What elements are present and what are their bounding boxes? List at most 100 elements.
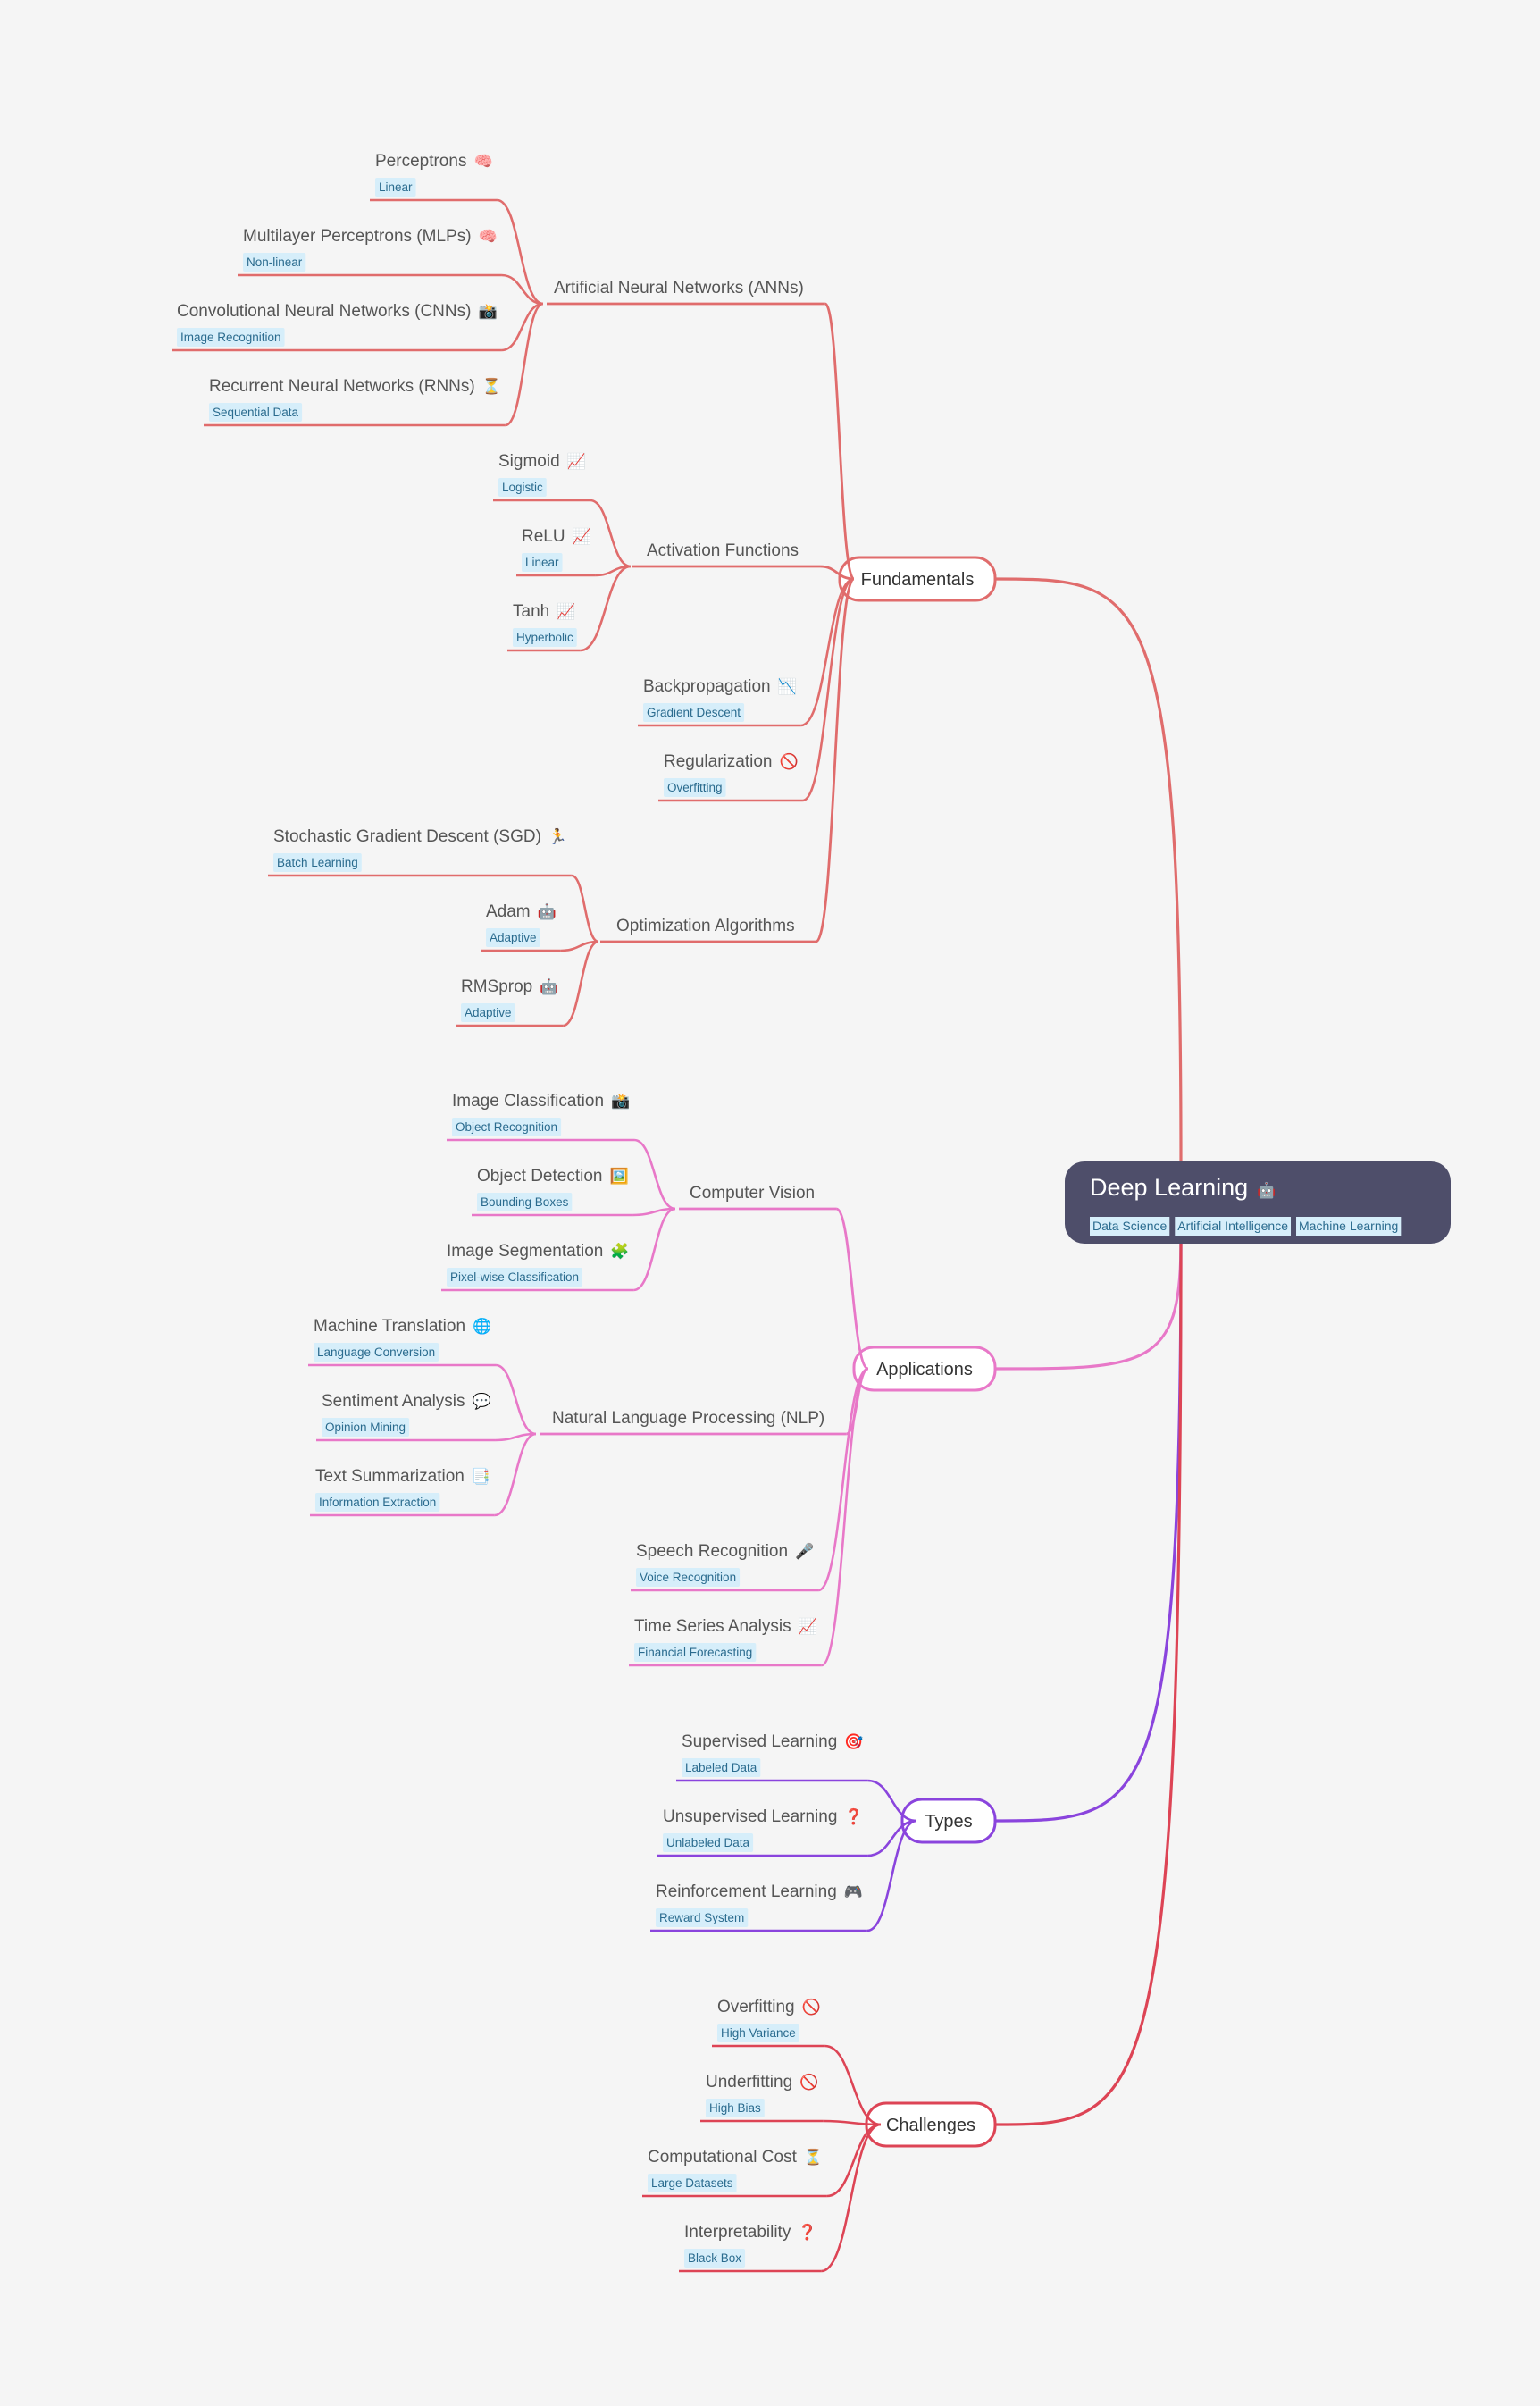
leaf-node-text-summarization[interactable]: Text Summarization📑Information Extractio… (315, 1467, 490, 1512)
robot-icon: 🤖 (538, 902, 557, 920)
chart-increasing-icon: 📈 (557, 602, 575, 620)
group-connector (819, 565, 855, 581)
leaf-node-recurrent-neural-networks-rnns[interactable]: Recurrent Neural Networks (RNNs)⏳Sequent… (209, 377, 501, 422)
leaf-tag: Bounding Boxes (477, 1193, 573, 1211)
branch-node-fundamentals[interactable]: Fundamentals (838, 556, 997, 602)
leaf-connector (497, 198, 544, 306)
leaf-node-convolutional-neural-networks-cnns[interactable]: Convolutional Neural Networks (CNNs)📸Ima… (177, 302, 498, 347)
leaf-title: Stochastic Gradient Descent (SGD) (273, 827, 541, 846)
leaf-connector (571, 874, 599, 943)
camera-icon: 📸 (478, 303, 497, 320)
group-title: Artificial Neural Networks (ANNs) (554, 279, 804, 298)
leaf-title: Unsupervised Learning (663, 1807, 837, 1826)
group-title: Natural Language Processing (NLP) (552, 1409, 824, 1428)
leaf-node-regularization[interactable]: Regularization🚫Overfitting (664, 752, 799, 797)
leaf-node-rmsprop[interactable]: RMSprop🤖Adaptive (461, 977, 558, 1022)
leaf-node-image-classification[interactable]: Image Classification 📸 Object Recognition (452, 1092, 630, 1136)
root-tag-background (1175, 1217, 1292, 1236)
leaf-tag-background (375, 178, 416, 197)
leaf-tag: Unlabeled Data (663, 1833, 754, 1852)
leaf-tag: Linear (375, 178, 416, 197)
leaf-tag-background (664, 778, 726, 797)
branch-label: Applications (876, 1360, 973, 1379)
leaf-tag-label: Non-linear (247, 256, 303, 269)
leaf-title: RMSprop (461, 977, 532, 996)
leaf-tag-background (273, 853, 362, 872)
leaf-node-sigmoid[interactable]: Sigmoid📈Logistic (498, 452, 586, 497)
group-node-activation-functions[interactable]: Activation Functions (647, 541, 799, 560)
leaf-node-overfitting[interactable]: Overfitting🚫High Variance (717, 1998, 821, 2042)
leaf-tag-background (706, 2099, 765, 2117)
leaf-node-supervised-learning[interactable]: Supervised Learning🎯Labeled Data (682, 1732, 863, 1777)
leaf-title: Adam (486, 902, 531, 921)
leaf-tag: Gradient Descent (643, 703, 745, 722)
hourglass-icon: ⏳ (804, 2148, 823, 2166)
leaf-node-computational-cost[interactable]: Computational Cost⏳Large Datasets (648, 2148, 823, 2192)
root-tag-label: Artificial Intelligence (1177, 1219, 1288, 1233)
leaf-tag: Object Recognition (452, 1118, 562, 1136)
leaf-node-underfitting[interactable]: Underfitting🚫High Bias (706, 2073, 818, 2117)
branch-node-challenges[interactable]: Challenges (865, 2101, 997, 2148)
leaf-tag-label: Voice Recognition (640, 1571, 736, 1584)
leaf-node-speech-recognition[interactable]: Speech Recognition🎤Voice Recognition (636, 1542, 814, 1587)
camera-icon: 📸 (611, 1093, 630, 1110)
leaf-node-unsupervised-learning[interactable]: Unsupervised Learning ❓ Unlabeled Data (663, 1807, 864, 1852)
leaf-tag-background (452, 1118, 562, 1136)
leaf-title: Supervised Learning (682, 1732, 837, 1751)
leaf-node-multilayer-perceptrons-mlps[interactable]: Multilayer Perceptrons (MLPs)🧠Non-linear (243, 227, 498, 272)
question-icon: ❓ (844, 1807, 863, 1825)
leaf-node-stochastic-gradient-descent-sgd[interactable]: Stochastic Gradient Descent (SGD)🏃Batch … (273, 827, 567, 872)
root-tag-background (1090, 1217, 1170, 1236)
branch-node-types[interactable]: Types (900, 1798, 997, 1844)
leaf-connector (632, 1207, 676, 1217)
leaf-tag: Linear (522, 553, 563, 572)
leaf-connector (821, 2123, 882, 2273)
leaf-node-reinforcement-learning[interactable]: Reinforcement Learning🎮Reward System (656, 1882, 863, 1927)
leaf-tag-background (314, 1343, 439, 1362)
leaf-title: Regularization (664, 752, 772, 771)
leaf-connector (821, 1367, 869, 1667)
leaf-tag-background (498, 478, 547, 497)
leaf-node-interpretability[interactable]: Interpretability❓Black Box (684, 2223, 817, 2268)
leaf-title: Image Segmentation (447, 1242, 603, 1261)
leaf-node-sentiment-analysis[interactable]: Sentiment Analysis💬Opinion Mining (322, 1392, 491, 1437)
leaf-tag: Overfitting (664, 778, 726, 797)
leaf-title: Perceptrons (375, 152, 466, 171)
leaf-connector (632, 1207, 676, 1292)
leaf-node-perceptrons[interactable]: Perceptrons 🧠 Linear (375, 152, 493, 197)
leaf-node-machine-translation[interactable]: Machine Translation🌐Language Conversion (314, 1317, 491, 1362)
leaf-tag: Labeled Data (682, 1758, 761, 1777)
leaf-title: Image Classification (452, 1092, 604, 1111)
branch-node-applications[interactable]: Applications (852, 1346, 997, 1392)
leaf-title: Text Summarization (315, 1467, 465, 1486)
leaf-tag-background (682, 1758, 761, 1777)
leaf-node-time-series-analysis[interactable]: Time Series Analysis📈Financial Forecasti… (634, 1617, 817, 1662)
leaf-node-backpropagation[interactable]: Backpropagation📉Gradient Descent (643, 677, 797, 722)
leaf-tag-label: Financial Forecasting (638, 1646, 752, 1659)
leaf-connector (823, 2119, 882, 2126)
leaf-node-adam[interactable]: Adam 🤖 Adaptive (486, 902, 557, 947)
framed-picture-icon: 🖼️ (609, 1167, 628, 1185)
leaf-tag: Adaptive (486, 928, 540, 947)
leaf-tag-background (513, 628, 577, 647)
leaf-tag-background (522, 553, 563, 572)
leaf-tag: Opinion Mining (322, 1418, 410, 1437)
root-connector-types (994, 1243, 1183, 1823)
leaf-connector (867, 1819, 917, 1857)
group-node-computer-vision[interactable]: Computer Vision (690, 1184, 815, 1203)
brain-icon: 🧠 (473, 153, 492, 170)
root-tag-data-science: Data Science (1090, 1217, 1170, 1236)
leaf-tag-label: Adaptive (465, 1006, 512, 1019)
group-node-artificial-neural-networks-anns[interactable]: Artificial Neural Networks (ANNs) (554, 279, 804, 298)
leaf-connector (866, 1819, 917, 1932)
leaf-node-tanh[interactable]: Tanh📈Hyperbolic (513, 602, 577, 647)
root-tag-background (1296, 1217, 1402, 1236)
group-node-optimization-algorithms[interactable]: Optimization Algorithms (616, 917, 795, 935)
leaf-connector (824, 2044, 882, 2126)
leaf-node-image-segmentation[interactable]: Image Segmentation🧩Pixel-wise Classifica… (447, 1242, 630, 1287)
group-node-natural-language-processing-nlp[interactable]: Natural Language Processing (NLP) (552, 1409, 824, 1428)
leaf-node-relu[interactable]: ReLU📈Linear (522, 527, 591, 572)
leaf-node-object-detection[interactable]: Object Detection🖼️Bounding Boxes (477, 1167, 629, 1211)
group-connector (824, 302, 856, 581)
